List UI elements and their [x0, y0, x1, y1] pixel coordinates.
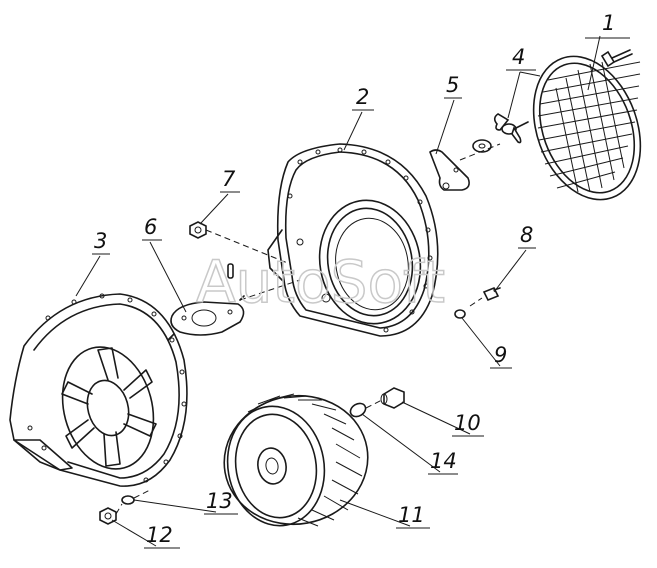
- label-part-14: 14: [430, 449, 457, 473]
- watermark-text: AutoSoft: [196, 248, 445, 316]
- part-5-bracket: [429, 149, 470, 191]
- label-part-12: 12: [146, 523, 173, 547]
- part-6-pin: [227, 263, 234, 279]
- label-part-3: 3: [94, 229, 107, 253]
- part-3-bolt-holes: [27, 293, 187, 483]
- label-part-9: 9: [494, 343, 507, 367]
- label-part-11: 11: [398, 503, 425, 527]
- label-part-10: 10: [454, 411, 481, 435]
- assembly-axis-lines: [115, 143, 501, 515]
- label-part-13: 13: [206, 489, 233, 513]
- label-part-6: 6: [144, 215, 157, 239]
- label-part-7: 7: [222, 167, 236, 191]
- label-part-8: 8: [520, 223, 533, 247]
- part-3-fan-housing: [9, 293, 188, 487]
- grille-screw-icon: [600, 49, 633, 68]
- part-9-washer: [454, 309, 466, 319]
- part-1-grille: [532, 55, 642, 201]
- part-10-bolt: [380, 387, 405, 409]
- label-part-4: 4: [512, 45, 525, 69]
- part-14-washer: [349, 402, 367, 418]
- part-4-wing-nut: [493, 113, 529, 144]
- label-part-1: 1: [602, 11, 615, 35]
- part-13-washer: [121, 495, 135, 505]
- callout-labels: 1 4 5 2 7 6 3 8 9 10 14 11 13 12: [94, 11, 615, 547]
- part-11-impeller: [223, 393, 369, 527]
- part-12-nut: [99, 507, 117, 525]
- part-3-spokes: [61, 347, 157, 467]
- part-11-blades: [247, 393, 363, 527]
- part-8-screw: [482, 286, 501, 302]
- leader-lines: [75, 35, 630, 549]
- part-2-bolt-holes: [287, 147, 433, 333]
- label-part-2: 2: [356, 85, 369, 109]
- part-4-washer: [472, 139, 492, 153]
- part-7-nut: [189, 221, 207, 239]
- label-part-5: 5: [446, 73, 459, 97]
